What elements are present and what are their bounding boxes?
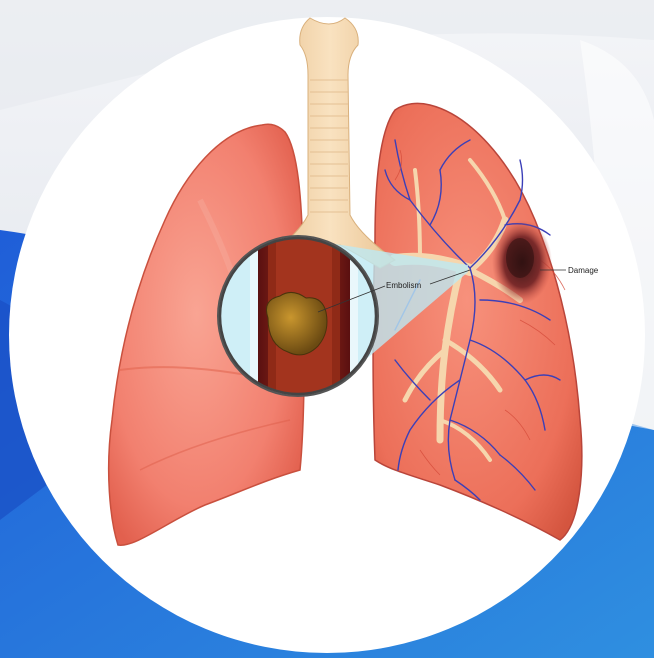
damage-label: Damage <box>568 266 599 275</box>
embolism-label: Embolism <box>386 281 421 290</box>
